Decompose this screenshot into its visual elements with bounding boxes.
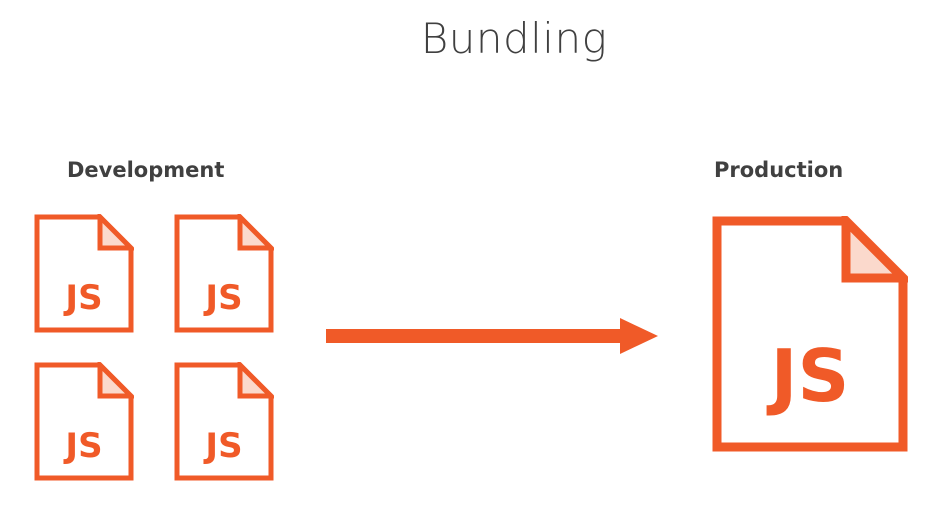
js-file-icon: JS bbox=[712, 216, 908, 452]
js-file-glyph: JS bbox=[203, 278, 242, 318]
development-label: Development bbox=[67, 158, 225, 182]
js-file-glyph: JS bbox=[766, 334, 850, 418]
js-file-icon: JS bbox=[34, 214, 134, 334]
production-label: Production bbox=[714, 158, 844, 182]
js-file-glyph: JS bbox=[63, 426, 102, 466]
js-file-glyph: JS bbox=[63, 278, 102, 318]
js-file-glyph: JS bbox=[203, 426, 242, 466]
js-file-icon: JS bbox=[34, 362, 134, 482]
arrow-right-icon bbox=[326, 316, 658, 360]
js-file-icon: JS bbox=[174, 362, 274, 482]
js-file-icon: JS bbox=[174, 214, 274, 334]
slide-title: Bundling bbox=[420, 14, 608, 63]
